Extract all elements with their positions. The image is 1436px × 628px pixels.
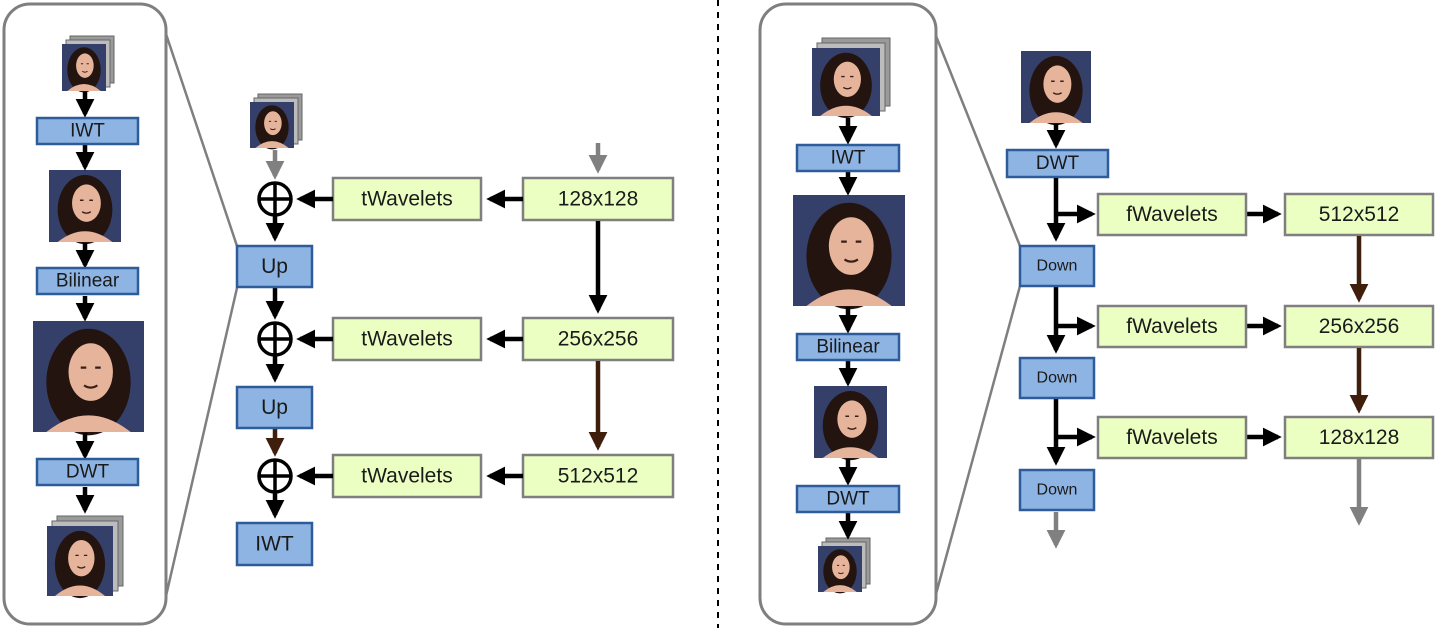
down-label-1: Down — [1037, 258, 1078, 275]
twavelets-box-1: tWavelets — [331, 176, 483, 222]
add-node-1 — [257, 181, 293, 217]
down-label-3: Down — [1037, 482, 1078, 499]
fwavelets-label-2: fWavelets — [1126, 315, 1217, 338]
right-panel-iwt-output-image — [793, 195, 905, 310]
left-panel-input-stack-image — [62, 35, 115, 93]
right-panel-iwt-box: IWT — [795, 143, 901, 173]
right-panel-dwt-output-image — [818, 537, 871, 594]
twavelets-label-3: tWavelets — [361, 465, 452, 488]
left-panel-iwt-output-image — [49, 170, 121, 245]
left-panel-dwt-box: DWT — [35, 457, 140, 487]
twavelets-box-2: tWavelets — [331, 316, 483, 362]
fwavelets-label-1: fWavelets — [1126, 203, 1217, 226]
left-panel-bilinear-output-image — [33, 321, 144, 436]
up-label-2: Up — [261, 396, 288, 419]
down-box-3: Down — [1018, 468, 1096, 512]
down-label-2: Down — [1037, 370, 1078, 387]
left-zoom-connector-top — [164, 33, 239, 247]
right-zoom-connector-bottom — [934, 285, 1022, 595]
encoder-input-image — [1021, 51, 1091, 126]
down-box-1: Down — [1018, 244, 1096, 288]
right-panel-dwt-label: DWT — [826, 489, 870, 510]
right-zoom-connector-top — [934, 35, 1022, 247]
right-panel-bilinear-box: Bilinear — [795, 332, 901, 362]
add-node-2 — [257, 321, 293, 357]
twavelets-label-1: tWavelets — [361, 188, 452, 211]
fwavelets-box-2: fWavelets — [1096, 304, 1248, 349]
left-panel-bilinear-label: Bilinear — [56, 271, 120, 292]
up-label-1: Up — [261, 255, 288, 278]
fwavelets-label-3: fWavelets — [1126, 426, 1217, 449]
enc-res-label-256: 256x256 — [1319, 315, 1400, 338]
add-node-3 — [257, 458, 293, 494]
res-box-512: 512x512 — [521, 453, 675, 499]
encoder-dwt-label: DWT — [1036, 153, 1080, 174]
right-zoom-panel — [758, 2, 938, 626]
up-box-1: Up — [235, 244, 314, 289]
up-box-2: Up — [235, 385, 314, 430]
left-panel-bilinear-box: Bilinear — [35, 266, 140, 296]
encoder-dwt-box: DWT — [1005, 148, 1110, 179]
left-zoom-panel — [2, 2, 168, 626]
enc-res-box-256: 256x256 — [1283, 304, 1435, 349]
right-panel-bilinear-output-image — [814, 386, 887, 461]
enc-res-label-512: 512x512 — [1319, 203, 1400, 226]
res-label-256: 256x256 — [558, 328, 639, 351]
res-box-256: 256x256 — [521, 316, 675, 362]
right-panel-iwt-label: IWT — [831, 148, 866, 169]
enc-res-box-128: 128x128 — [1283, 415, 1435, 460]
left-panel-dwt-output-image — [47, 515, 124, 599]
left-zoom-connector-bottom — [164, 287, 239, 597]
right-panel-input-stack-image — [812, 37, 891, 119]
left-panel-dwt-label: DWT — [66, 462, 110, 483]
right-panel-bilinear-label: Bilinear — [816, 337, 880, 358]
down-box-2: Down — [1018, 356, 1096, 400]
fwavelets-box-3: fWavelets — [1096, 415, 1248, 460]
enc-res-box-512: 512x512 — [1283, 192, 1435, 237]
right-panel-dwt-box: DWT — [795, 484, 901, 514]
twavelets-label-2: tWavelets — [361, 328, 452, 351]
left-panel-iwt-label: IWT — [70, 121, 105, 142]
enc-res-label-128: 128x128 — [1319, 426, 1400, 449]
res-label-128: 128x128 — [558, 188, 639, 211]
res-box-128: 128x128 — [521, 176, 675, 222]
decoder-iwt-label: IWT — [255, 533, 294, 556]
left-panel-iwt-box: IWT — [35, 116, 140, 146]
decoder-input-stack-image — [250, 93, 303, 150]
decoder-iwt-box: IWT — [235, 521, 314, 567]
fwavelets-box-1: fWavelets — [1096, 192, 1248, 237]
twavelets-box-3: tWavelets — [331, 453, 483, 499]
res-label-512: 512x512 — [558, 465, 639, 488]
